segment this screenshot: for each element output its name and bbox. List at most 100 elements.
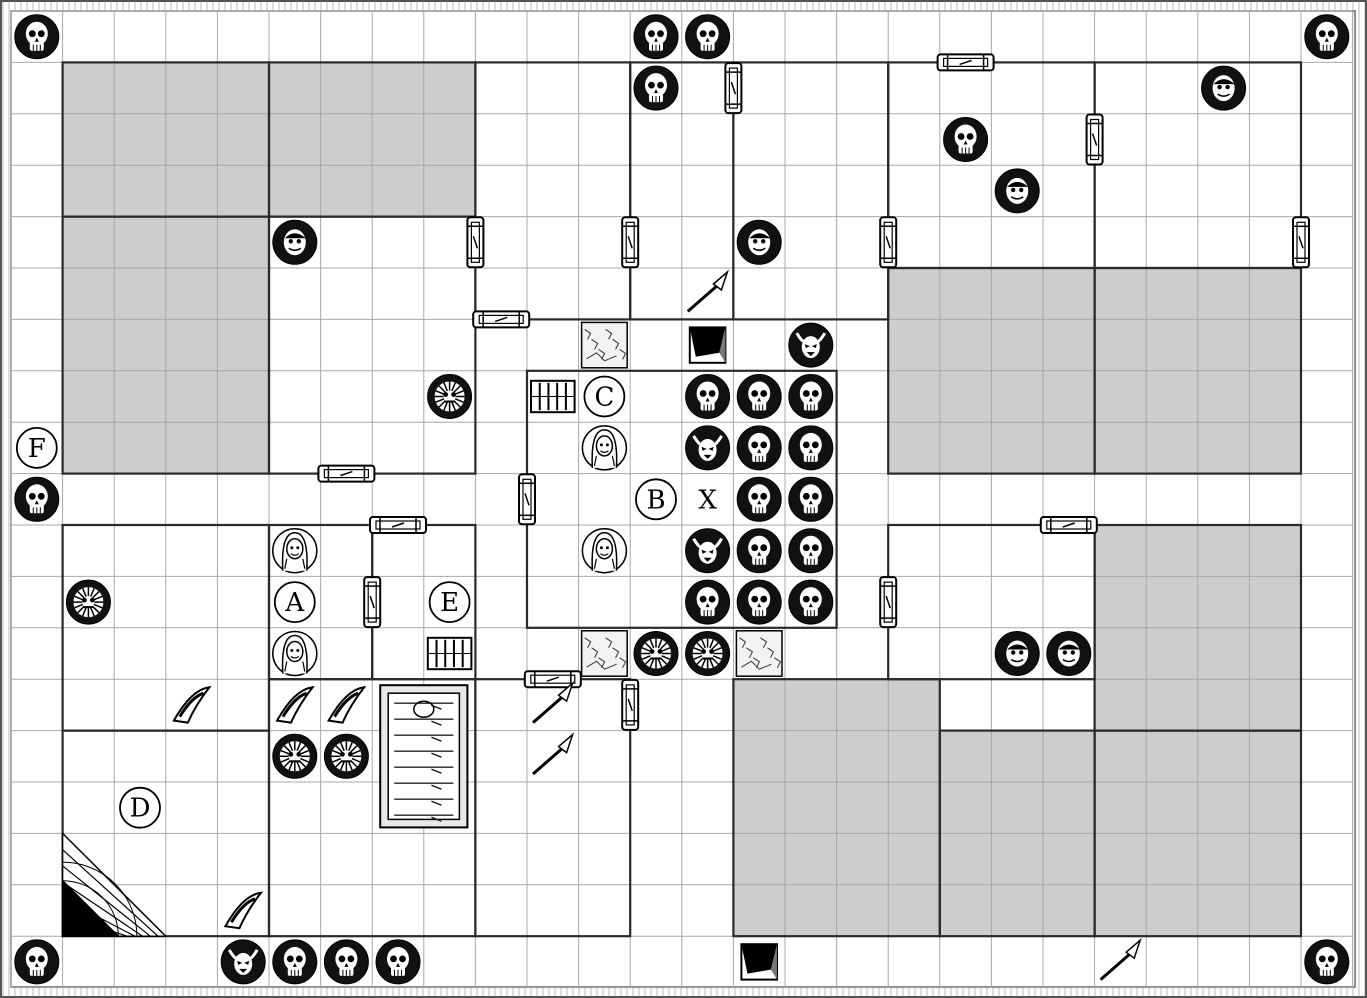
door-icon[interactable] bbox=[879, 576, 898, 629]
rubble-icon[interactable] bbox=[580, 321, 628, 369]
goblin-icon[interactable] bbox=[1046, 631, 1092, 676]
marker-label: C bbox=[594, 383, 614, 413]
doors bbox=[317, 53, 1310, 731]
marker-label: D bbox=[130, 794, 151, 824]
marker-c: C bbox=[583, 375, 626, 418]
skull-icon[interactable] bbox=[14, 939, 60, 985]
demon-icon[interactable] bbox=[685, 528, 731, 574]
demon-icon[interactable] bbox=[220, 939, 266, 985]
marker-circle bbox=[15, 426, 58, 469]
skull-icon[interactable] bbox=[323, 939, 369, 985]
skull-icon[interactable] bbox=[788, 374, 834, 419]
rubble-icon[interactable] bbox=[735, 630, 783, 677]
door-icon[interactable] bbox=[1292, 216, 1310, 269]
skull-icon[interactable] bbox=[375, 939, 421, 985]
skull-icon[interactable] bbox=[1304, 14, 1350, 60]
hero-icon[interactable] bbox=[272, 527, 318, 574]
door-icon[interactable] bbox=[518, 473, 536, 526]
skull-icon[interactable] bbox=[788, 425, 834, 471]
marker-circle bbox=[273, 581, 316, 623]
skull-icon[interactable] bbox=[736, 476, 782, 522]
goblin-icon[interactable] bbox=[1201, 65, 1247, 111]
skull-icon[interactable] bbox=[943, 117, 989, 162]
door-icon[interactable] bbox=[1085, 113, 1104, 166]
skull-icon[interactable] bbox=[736, 579, 782, 625]
bookcase-icon[interactable] bbox=[426, 636, 473, 671]
door-icon[interactable] bbox=[879, 216, 898, 269]
demon-icon[interactable] bbox=[788, 322, 834, 368]
marker-circle bbox=[583, 375, 626, 418]
goblin-icon[interactable] bbox=[994, 631, 1040, 676]
skull-icon[interactable] bbox=[14, 14, 60, 60]
spear-trap-icon[interactable] bbox=[1099, 937, 1142, 981]
hero-icon[interactable] bbox=[272, 630, 318, 677]
falling-block-icon[interactable] bbox=[172, 685, 212, 724]
marker-label: A bbox=[284, 588, 305, 618]
skull-icon[interactable] bbox=[788, 476, 834, 522]
goblin-icon[interactable] bbox=[272, 219, 318, 265]
door-icon[interactable] bbox=[466, 216, 485, 269]
falling-block-icon[interactable] bbox=[327, 685, 367, 724]
orc-icon[interactable] bbox=[65, 579, 111, 625]
tokens bbox=[14, 14, 1350, 985]
skull-icon[interactable] bbox=[736, 528, 782, 574]
room-walls bbox=[61, 61, 1303, 938]
goblin-icon[interactable] bbox=[736, 219, 782, 265]
orc-icon[interactable] bbox=[685, 631, 731, 676]
goblin-icon[interactable] bbox=[994, 168, 1040, 214]
door-icon[interactable] bbox=[369, 516, 427, 534]
spear-trap-icon[interactable] bbox=[686, 269, 729, 313]
marker-a: A bbox=[273, 581, 316, 623]
skull-icon[interactable] bbox=[788, 528, 834, 574]
orc-icon[interactable] bbox=[323, 733, 369, 779]
skull-icon[interactable] bbox=[788, 579, 834, 625]
marker-b: B bbox=[635, 478, 677, 521]
door-icon[interactable] bbox=[724, 62, 743, 115]
skull-icon[interactable] bbox=[14, 476, 60, 522]
skull-icon[interactable] bbox=[736, 374, 782, 419]
skull-icon[interactable] bbox=[633, 65, 679, 111]
skull-icon[interactable] bbox=[685, 14, 731, 60]
marker-label: E bbox=[440, 588, 459, 618]
map-letters: A B C D E F X bbox=[15, 375, 717, 829]
rubble-icon[interactable] bbox=[580, 630, 628, 677]
bookcase-icon[interactable] bbox=[530, 379, 576, 414]
door-icon[interactable] bbox=[363, 576, 382, 629]
door-icon[interactable] bbox=[621, 678, 640, 731]
marker-e: E bbox=[428, 581, 471, 623]
door-icon[interactable] bbox=[1039, 516, 1098, 534]
door-icon[interactable] bbox=[317, 464, 376, 483]
pit-trap-icon[interactable] bbox=[740, 943, 779, 981]
door-icon[interactable] bbox=[472, 310, 531, 329]
orc-icon[interactable] bbox=[272, 733, 318, 779]
skull-icon[interactable] bbox=[736, 425, 782, 471]
marker-x: X bbox=[698, 485, 717, 515]
falling-block-icon[interactable] bbox=[223, 891, 264, 930]
marker-circle bbox=[428, 581, 471, 623]
skull-icon[interactable] bbox=[633, 14, 679, 60]
door-icon[interactable] bbox=[621, 216, 640, 269]
room-wall bbox=[1093, 266, 1303, 475]
orc-icon[interactable] bbox=[427, 374, 473, 419]
door-icon[interactable] bbox=[523, 670, 582, 689]
marker-label: F bbox=[28, 434, 46, 464]
skull-icon[interactable] bbox=[1304, 939, 1350, 985]
orc-icon[interactable] bbox=[633, 631, 679, 676]
spear-trap-icon[interactable] bbox=[532, 680, 575, 724]
stairs-icon[interactable] bbox=[61, 831, 168, 937]
pit-trap-icon[interactable] bbox=[688, 326, 727, 364]
marker-label: X bbox=[698, 485, 717, 515]
spear-trap-icon[interactable] bbox=[532, 732, 575, 776]
skull-icon[interactable] bbox=[272, 939, 318, 985]
tomb-icon[interactable] bbox=[379, 684, 469, 829]
furniture bbox=[61, 269, 1142, 981]
hero-icon[interactable] bbox=[581, 527, 628, 574]
skull-icon[interactable] bbox=[685, 579, 731, 625]
demon-icon[interactable] bbox=[685, 425, 731, 471]
hero-icon[interactable] bbox=[581, 425, 628, 471]
skull-icon[interactable] bbox=[685, 374, 731, 419]
door-icon[interactable] bbox=[936, 53, 995, 72]
marker-d: D bbox=[119, 786, 161, 829]
falling-block-icon[interactable] bbox=[275, 685, 315, 724]
marker-circle bbox=[119, 786, 161, 829]
